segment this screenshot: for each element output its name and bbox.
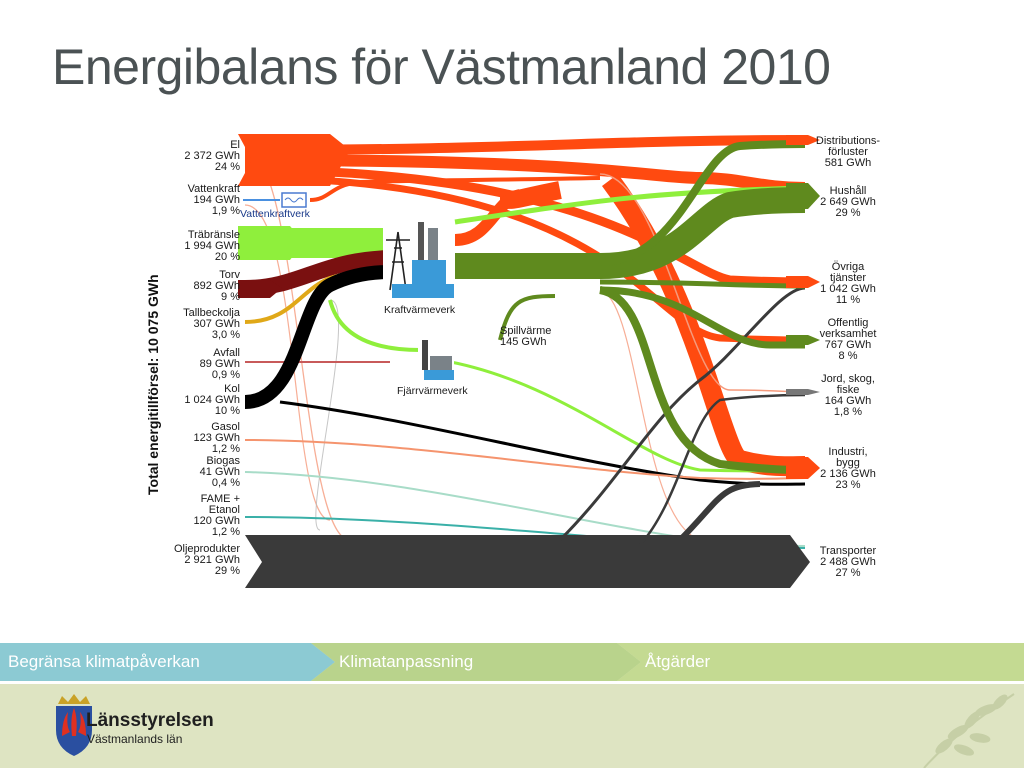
- flow-coal-industry: [279, 400, 806, 486]
- org-name: Länsstyrelsen: [86, 710, 214, 731]
- flow-oil-agri: [639, 393, 806, 546]
- flow-heat-household: [455, 187, 806, 279]
- chp-plant-label: Kraftvärmeverk: [384, 304, 456, 316]
- footer: Länsstyrelsen Västmanlands län: [0, 684, 1024, 768]
- flow-heat-industry: [598, 286, 806, 474]
- chp-building-icon: [412, 260, 446, 288]
- leaf-branch-icon: [923, 693, 1015, 768]
- dh-base-icon: [424, 370, 454, 380]
- flow-el-public: [244, 174, 806, 344]
- hydro-wave: [284, 197, 304, 203]
- flow-hydro-el: [309, 176, 601, 202]
- flow-lpg: [244, 439, 806, 480]
- strand-el-industry: [599, 289, 701, 541]
- flow-waste-heat: [498, 294, 556, 341]
- county-crest-icon: [56, 694, 92, 756]
- org-subtitle: Västmanlands län: [87, 732, 183, 746]
- flow-heat-losses: [599, 140, 806, 266]
- chimney-icon: [418, 222, 424, 286]
- source-peat-band: [238, 280, 282, 298]
- tab-klimatanpassning[interactable]: Klimatanpassning: [311, 643, 641, 681]
- flow-oil-transport: [245, 535, 810, 588]
- strand-grey-1: [315, 299, 339, 531]
- flow-el-household: [244, 154, 806, 194]
- dh-building-icon: [430, 356, 452, 372]
- destination-arrow: [786, 183, 820, 209]
- flow-oil-industry: [677, 481, 761, 543]
- flow-el-chp-2: [454, 189, 522, 246]
- destination-arrow: [786, 135, 820, 145]
- total-supply-label: Total energitillförsel: 10 075 GWh: [145, 274, 161, 495]
- chimney-icon: [428, 228, 438, 286]
- flow-layer: [238, 134, 820, 588]
- chp-base-icon: [392, 284, 454, 298]
- hydro-plant-icon: [281, 192, 307, 208]
- destination-arrow: [786, 276, 820, 288]
- destination-arrow: [786, 389, 820, 395]
- source-el-band: [238, 134, 350, 186]
- plant-layer: [281, 192, 455, 380]
- source-wood-band: [238, 226, 304, 260]
- power-pylon-icon: [386, 231, 410, 291]
- dh-plant-label: Fjärrvärmeverk: [397, 385, 468, 397]
- flow-heat-services: [599, 279, 806, 289]
- destination-arrow: [786, 335, 820, 345]
- flow-wood-dh: [328, 299, 421, 352]
- section-navigation: Begränsa klimatpåverkan Klimatanpassning…: [0, 643, 1024, 681]
- flow-el-agri: [599, 173, 806, 393]
- page-title: Energibalans för Västmanland 2010: [52, 39, 831, 95]
- chimney-icon: [422, 340, 428, 370]
- flow-oil-services: [558, 286, 806, 542]
- destination-arrow: [786, 457, 820, 479]
- tab-atgarder[interactable]: Åtgärder: [617, 643, 1024, 681]
- hydro-plant-label: Vattenkraftverk: [240, 208, 311, 220]
- flow-coal-chp: [244, 265, 391, 409]
- tab-begransa-klimatpaverkan[interactable]: Begränsa klimatpåverkan: [0, 643, 335, 681]
